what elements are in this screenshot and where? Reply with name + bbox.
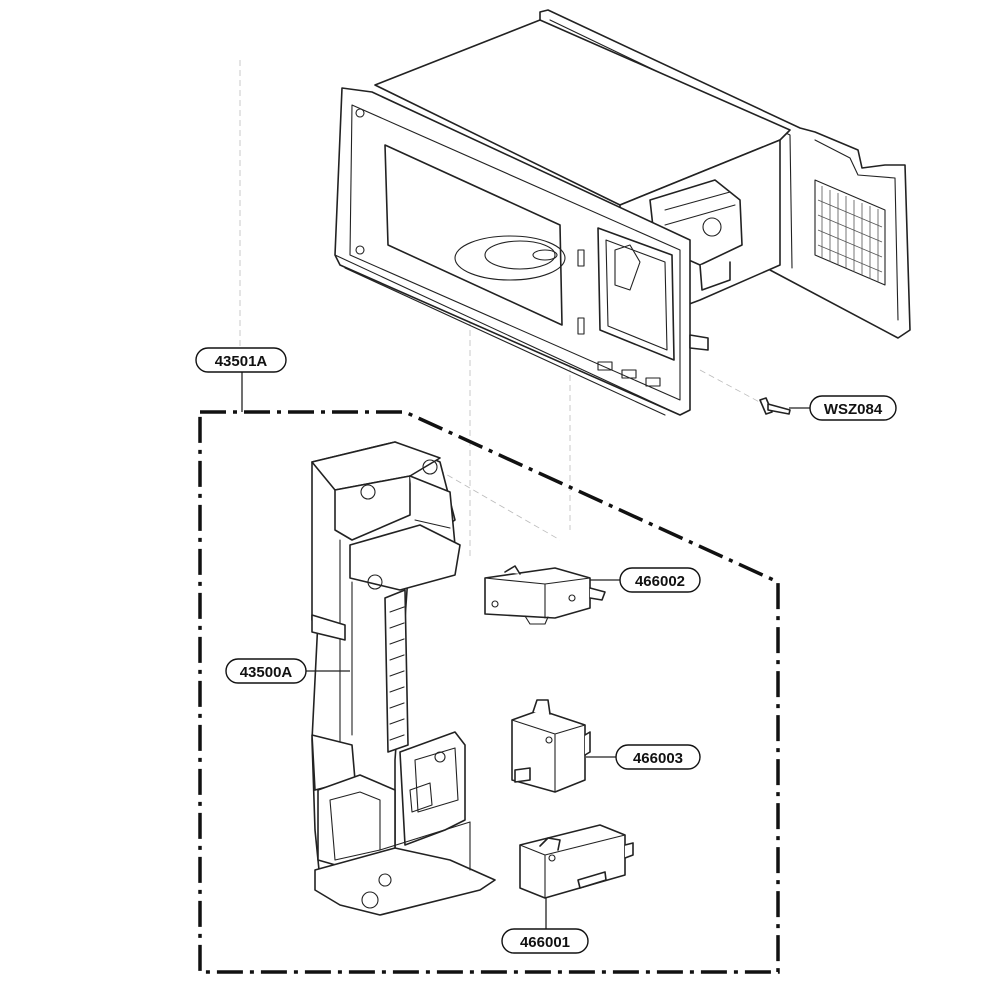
callout-label-screw: WSZ084: [824, 401, 883, 418]
callout-label-switch-mid: 466003: [633, 750, 683, 767]
callout-466001: 466001: [501, 928, 589, 954]
callout-43501A: 43501A: [195, 347, 287, 373]
callout-466002: 466002: [619, 567, 701, 593]
callout-label-switch-top: 466002: [635, 573, 685, 590]
screw-icon: [759, 397, 791, 415]
callout-label-switch-bottom: 466001: [520, 934, 570, 951]
assembly-boundary: [198, 410, 780, 974]
callout-label-latch: 43500A: [240, 664, 293, 681]
micro-switch-icon-466003: [511, 699, 591, 793]
latch-board-icon: [311, 441, 496, 916]
callout-43500A: 43500A: [225, 658, 307, 684]
callout-label-assembly: 43501A: [215, 353, 268, 370]
callout-466003: 466003: [615, 744, 701, 770]
callout-WSZ084: WSZ084: [809, 395, 897, 421]
micro-switch-icon-466002: [484, 565, 606, 625]
micro-switch-icon-466001: [519, 824, 634, 899]
leader-lines: [241, 372, 812, 929]
microwave-cavity-icon: [334, 9, 911, 416]
